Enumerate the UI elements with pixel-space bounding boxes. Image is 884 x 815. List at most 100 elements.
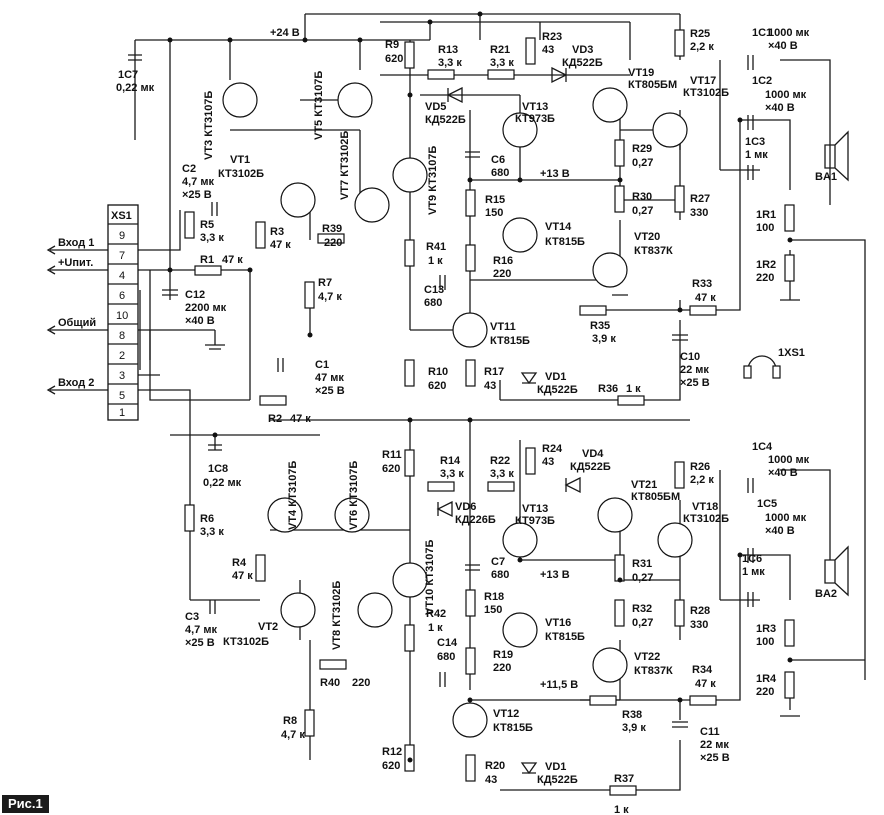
vt12-name: VT12 (493, 708, 519, 720)
r41-value: 1 к (428, 255, 443, 267)
1r2-value: 220 (756, 272, 774, 284)
vt5-label: VT5 КТ3107Б (313, 71, 325, 140)
c3-value: 4,7 мк (185, 624, 217, 636)
vt14-type: КТ815Б (545, 236, 585, 248)
vt17-type: КТ3102Б (683, 87, 729, 99)
1c3-name: 1C3 (745, 136, 765, 148)
vt7-label: VT7 КТ3102Б (339, 131, 351, 200)
r42-name: R42 (426, 608, 446, 620)
r8-name: R8 (283, 715, 297, 727)
speaker-ba2-label: BA2 (815, 588, 837, 600)
vt22-name: VT22 (634, 651, 660, 663)
figure-label: Рис.1 (2, 795, 49, 813)
r7-value: 4,7 к (318, 291, 342, 303)
vt11-type: КТ815Б (490, 335, 530, 347)
vt1-name: VT1 (230, 154, 250, 166)
vt13-name: VT13 (522, 101, 548, 113)
c2-voltage: ×25 В (182, 189, 212, 201)
connector-pin: 10 (116, 310, 128, 322)
c12-voltage: ×40 В (185, 315, 215, 327)
1c3-value: 1 мк (745, 149, 768, 161)
supply-13v-label: +13 В (540, 168, 570, 180)
c7-name: C7 (491, 556, 505, 568)
vt19-type: КТ805БМ (628, 79, 677, 91)
1r3-value: 100 (756, 636, 774, 648)
1c7-value: 0,22 мк (116, 82, 155, 94)
1c2-value: 1000 мк (765, 89, 807, 101)
c11-voltage: ×25 В (700, 752, 730, 764)
r27-name: R27 (690, 193, 710, 205)
r1-value: 47 к (222, 254, 243, 266)
vt1-type: КТ3102Б (218, 168, 264, 180)
r20-value: 43 (485, 774, 497, 786)
vd4-name: VD4 (582, 448, 604, 460)
vt17-name: VT17 (690, 75, 716, 87)
1c4-name: 1C4 (752, 441, 773, 453)
r12-name: R12 (382, 746, 402, 758)
1r4-value: 220 (756, 686, 774, 698)
supply-24v-label: +24 В (270, 27, 300, 39)
input-1-label: Вход 1 (58, 237, 94, 249)
vt16-type: КТ815Б (545, 631, 585, 643)
r2-name: R2 (268, 413, 282, 425)
r36-name: R36 (598, 383, 618, 395)
r7-name: R7 (318, 277, 332, 289)
r29-name: R29 (632, 143, 652, 155)
vt20-type: КТ837К (634, 245, 673, 257)
c10-name: C10 (680, 351, 700, 363)
r11-name: R11 (382, 449, 402, 461)
vt12-type: КТ815Б (493, 722, 533, 734)
r15-name: R15 (485, 194, 505, 206)
vt21-name: VT21 (631, 479, 657, 491)
r9-value: 620 (385, 53, 403, 65)
1r3-name: 1R3 (756, 623, 776, 635)
r10-value: 620 (428, 380, 446, 392)
vt21-type: КТ805БМ (631, 491, 680, 503)
1c4-voltage: ×40 В (768, 467, 798, 479)
vd6-value: КД226Б (455, 514, 496, 526)
r14-name: R14 (440, 455, 461, 467)
1c2-voltage: ×40 В (765, 102, 795, 114)
vd1-value: КД522Б (537, 384, 578, 396)
speaker-ba1-label: BA1 (815, 171, 837, 183)
c7-value: 680 (491, 569, 509, 581)
r25-name: R25 (690, 28, 710, 40)
vt13-lower-type: КТ973Б (515, 515, 555, 527)
vt13-type: КТ973Б (515, 113, 555, 125)
vt20-name: VT20 (634, 231, 660, 243)
vt3-label: VT3 КТ3107Б (203, 91, 215, 160)
c14-value: 680 (437, 651, 455, 663)
r36-value: 1 к (626, 383, 641, 395)
r2-value: 47 к (290, 413, 311, 425)
connector-pin: 9 (119, 230, 125, 242)
vd3-value: КД522Б (562, 57, 603, 69)
vt2-type: КТ3102Б (223, 636, 269, 648)
r39-value: 220 (324, 237, 342, 249)
r15-value: 150 (485, 207, 503, 219)
r31-name: R31 (632, 558, 652, 570)
vt13-lower-name: VT13 (522, 503, 548, 515)
r12-value: 620 (382, 760, 400, 772)
c6-value: 680 (491, 167, 509, 179)
r31-value: 0,27 (632, 572, 653, 584)
wiring (50, 13, 866, 791)
r18-value: 150 (484, 604, 502, 616)
connector-pin: 8 (119, 330, 125, 342)
r10-name: R10 (428, 366, 448, 378)
vt11-name: VT11 (490, 321, 516, 333)
supply-11v5-label: +11,5 В (540, 679, 578, 691)
vd1-lower-value: КД522Б (537, 774, 578, 786)
input-2-label: Вход 2 (58, 377, 94, 389)
connector-pin: 5 (119, 390, 125, 402)
1r4-name: 1R4 (756, 673, 777, 685)
r14-value: 3,3 к (440, 468, 464, 480)
r19-name: R19 (493, 649, 513, 661)
r39-name: R39 (322, 223, 342, 235)
c2-name: C2 (182, 163, 196, 175)
r11-value: 620 (382, 463, 400, 475)
vt16-name: VT16 (545, 617, 571, 629)
r6-value: 3,3 к (200, 526, 224, 538)
r6-name: R6 (200, 513, 214, 525)
1c6-name: 1C6 (742, 553, 762, 565)
c12-name: C12 (185, 289, 205, 301)
